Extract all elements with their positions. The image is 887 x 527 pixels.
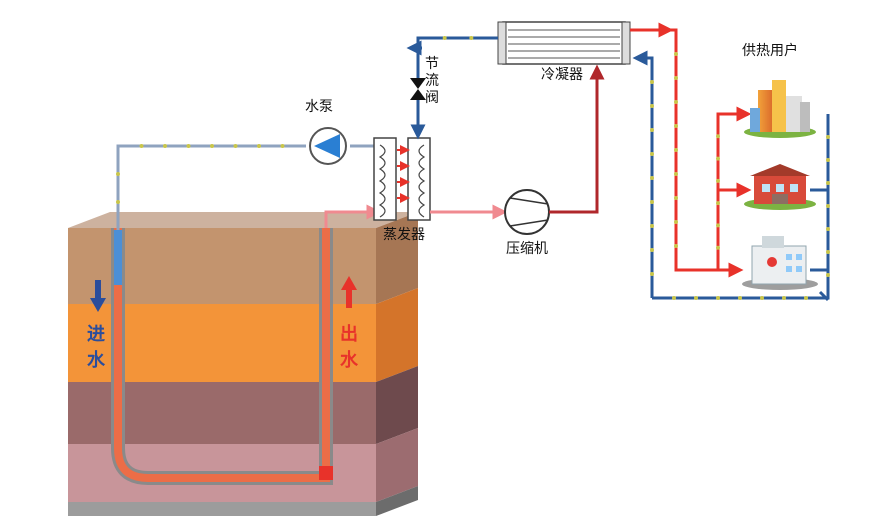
- throttle-valve-label: 节 流 阀: [425, 56, 439, 106]
- flow-dot: [826, 135, 830, 139]
- flow-dot: [650, 224, 654, 228]
- flow-dot: [442, 36, 447, 40]
- water-in-label: 进 水: [87, 324, 105, 371]
- water-out-arrow: [341, 276, 357, 308]
- flow-dot: [738, 296, 742, 300]
- flow-dot: [716, 134, 720, 139]
- flow-dot: [672, 296, 676, 300]
- flow-dot: [650, 176, 654, 180]
- water-pump: [309, 127, 347, 165]
- throttle-valve: [410, 78, 426, 100]
- flow-dot: [760, 296, 764, 300]
- flow-dot: [674, 220, 678, 224]
- flow-dot: [674, 244, 678, 248]
- flow-dot: [650, 152, 654, 156]
- flow-dot: [469, 36, 474, 40]
- flow-dot: [116, 172, 120, 176]
- flow-dot: [826, 158, 830, 162]
- borehole-u-pipe: [111, 228, 333, 485]
- flow-dot: [716, 296, 720, 300]
- flow-dot: [186, 144, 191, 148]
- flow-dot: [674, 76, 678, 80]
- water-in-arrow: [90, 280, 106, 312]
- flow-dot: [716, 178, 720, 183]
- flow-dot: [650, 272, 654, 276]
- evaporator-label: 蒸发器: [383, 227, 425, 243]
- condenser-label: 冷凝器: [541, 67, 583, 83]
- flow-dot: [716, 245, 720, 250]
- flow-dot: [826, 227, 830, 231]
- flow-dot: [233, 144, 238, 148]
- flow-dot: [716, 223, 720, 228]
- water-supply-pipe: [324, 204, 382, 228]
- flow-dot: [826, 273, 830, 277]
- flow-dot: [210, 144, 214, 148]
- flow-dot: [782, 296, 786, 300]
- flow-dot: [716, 156, 720, 161]
- flow-dot: [650, 200, 654, 204]
- flow-dot: [650, 128, 654, 132]
- flow-dot: [674, 172, 678, 176]
- flow-dot: [694, 296, 698, 300]
- pipe-flow-dots: [116, 36, 830, 300]
- flow-dot: [280, 144, 285, 148]
- flow-dot: [826, 181, 830, 185]
- flow-dot: [716, 201, 720, 206]
- residential-building-icon: [744, 80, 816, 138]
- flow-dot: [674, 100, 678, 104]
- flow-dot: [826, 204, 830, 208]
- flow-dot: [674, 148, 678, 152]
- flow-dot: [674, 52, 678, 56]
- flow-dot: [650, 104, 654, 108]
- flow-dot: [116, 200, 120, 204]
- compressor-to-condenser-pipe: [549, 64, 605, 214]
- flow-dot: [650, 80, 654, 84]
- compressor: [504, 189, 550, 235]
- compressor-label: 压缩机: [506, 241, 548, 257]
- water-out-label: 出 水: [340, 324, 358, 371]
- condenser: [497, 21, 631, 65]
- heat-users-label: 供热用户: [742, 43, 798, 59]
- flow-dot: [826, 250, 830, 254]
- flow-dot: [804, 296, 808, 300]
- hospital-building-icon: [744, 164, 816, 210]
- flow-dot: [674, 124, 678, 128]
- evaporator: [373, 137, 431, 221]
- flow-dot: [650, 248, 654, 252]
- flow-dot: [257, 144, 261, 148]
- office-building-icon: [742, 236, 818, 290]
- flow-dot: [674, 196, 678, 200]
- flow-dot: [163, 144, 167, 148]
- flow-dot: [139, 144, 144, 148]
- pump-label: 水泵: [305, 99, 333, 115]
